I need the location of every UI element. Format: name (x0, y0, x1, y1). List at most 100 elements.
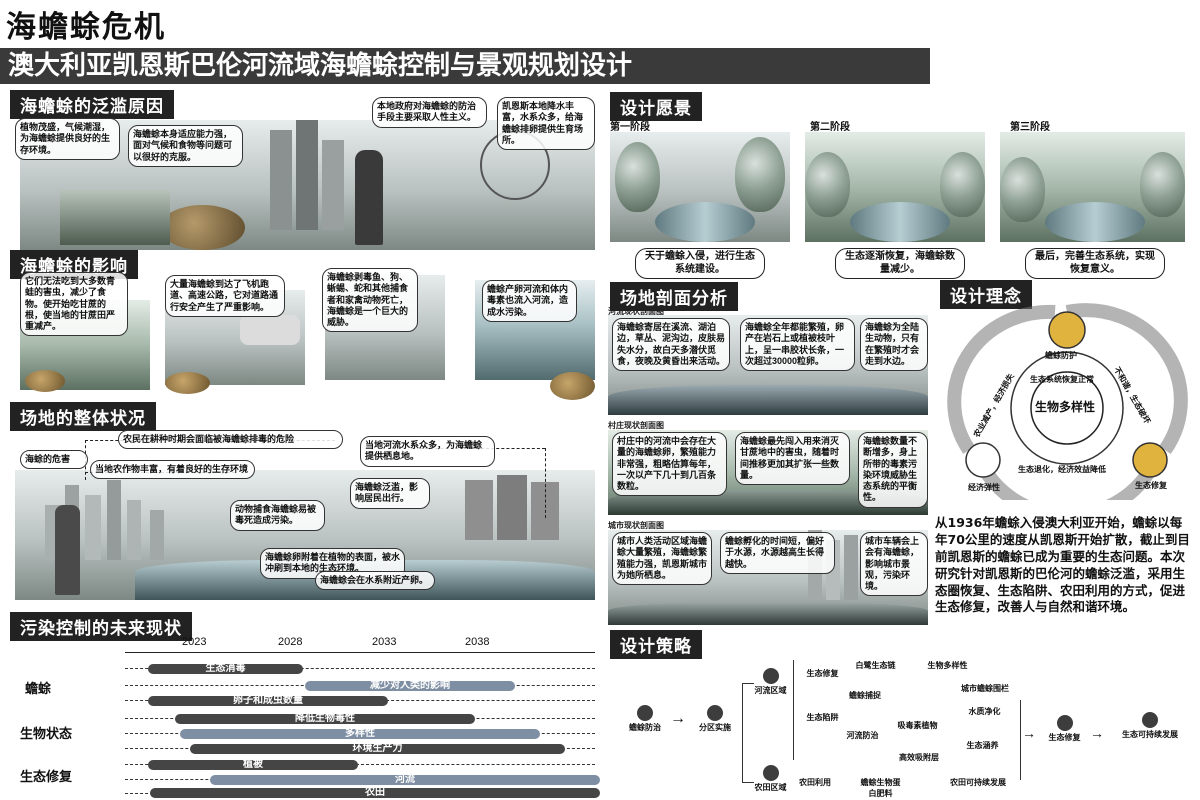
vision-image-2 (805, 132, 985, 242)
vision-caption-1: 天于蟾蜍入侵，进行生态系统建设。 (635, 248, 765, 279)
timeline-bar-3-1: 植被 (148, 760, 358, 770)
timeline-bar-1-2: 减少对人类的影响 (305, 681, 515, 691)
tree-icon (637, 705, 653, 721)
grass-image (60, 190, 170, 245)
timeline-group-label-1: 蟾蜍 (25, 681, 52, 696)
strategy-start-label: 蟾蜍防治 (629, 723, 661, 732)
farm-icon (762, 765, 779, 781)
subtitle-banner: 澳大利亚凯恩斯巴伦河流域海蟾蜍控制与景观规划设计 (0, 48, 930, 84)
cooling-towers (465, 470, 575, 540)
vision-caption-2: 生态逐渐恢复，海蟾蜍数量减少。 (835, 248, 965, 279)
concept-node-1: 蟾蜍防护 (1045, 351, 1077, 360)
concept-center: 生物多样性 (1035, 400, 1096, 414)
concept-arc-2: 生态系统恢复正常 (1030, 375, 1094, 384)
strategy-node-8: 吸毒素植物 (897, 721, 938, 730)
strategy-node-10: 高效吸附层 (899, 753, 939, 762)
strategy-connector (742, 683, 754, 684)
arrow-icon: → (1090, 725, 1104, 741)
timeline-year-3: 2033 (372, 636, 397, 648)
section-concept: 设计理念 (940, 280, 1032, 309)
site-note-mid: 当地农作物丰富，有着良好的生存环境 (90, 460, 255, 480)
village-note-1: 村庄中的河流中会存在大量的海蟾蜍卵，繁殖能力非常强，粗略估算每年，一次以产下几十… (612, 432, 727, 497)
village-note-3: 海蟾蜍数量不断增多，身上所带的毒素污染环境威胁生态系统的平衡性。 (858, 432, 928, 508)
strategy-connector (742, 782, 754, 783)
site-note-river-2: 海蟾蜍会在水系附近产卵。 (315, 571, 435, 591)
river-note-3: 海蟾蜍为全陆生动物，只有在繁殖时才会走到水边。 (860, 318, 928, 371)
concept-description: 从1936年蟾蜍入侵澳大利亚开始，蟾蜍以每年70公里的速度从凯恩斯开始扩散，截止… (935, 515, 1190, 615)
strategy-zone-label: 分区实施 (699, 723, 731, 732)
toad-icon-2 (165, 372, 210, 394)
city-note-2: 蟾蜍孵化的时间短，偏好于水源，水源越高生长得越快。 (720, 532, 835, 574)
mountain-icon (1056, 715, 1073, 731)
strategy-node-1: 生态修复 (806, 669, 839, 678)
strategy-node-13: 蟾蜍生物蛋白肥料 (860, 778, 901, 798)
city-note-3: 城市车辆会上会有海蟾蜍，影响城市景观，污染环境。 (860, 532, 928, 597)
strategy-start: 蟾蜍防治 (620, 705, 670, 733)
concept-node-2: 经济弹性 (968, 483, 1000, 492)
section-vision: 设计愿景 (610, 92, 702, 121)
timeline-bar-2-2: 多样性 (180, 729, 540, 739)
strategy-node-2: 白鹭生态链 (855, 661, 896, 670)
timeline-bar-3-3: 农田 (150, 788, 600, 798)
river-note-2: 海蟾蜍全年都能繁殖，卵产在岩石上或植被枝叶上，呈一串胶状长条，一次超过30000… (740, 318, 855, 371)
strategy-branch-river-label: 河流区域 (754, 686, 787, 695)
city-towers (270, 120, 360, 230)
toad-image (160, 205, 245, 250)
strategy-end-2: 生态可持续发展 (1110, 712, 1190, 740)
strategy-branch-river: 河流区域 (748, 668, 793, 696)
strategy-connector (1020, 700, 1021, 780)
cause-note-2: 海蟾蜍本身适应能力强，面对气候和食物等问题可以很好的克服。 (128, 125, 243, 167)
wave-icon (762, 668, 779, 684)
timeline-year-2: 2028 (278, 636, 303, 648)
timeline-group-label-2: 生物状态 (20, 726, 73, 741)
strategy-connector (742, 683, 743, 783)
globe-icon (1142, 712, 1158, 728)
strategy-node-5: 蟾蜍捕捉 (849, 691, 881, 700)
section-caption-river: 河流现状剖面图 (608, 307, 664, 316)
vision-caption-3: 最后，完善生态系统，实现恢复意义。 (1025, 248, 1165, 279)
section-causes: 海蟾蜍的泛滥原因 (10, 90, 174, 119)
section-caption-city: 城市现状剖面图 (608, 521, 664, 530)
page-title: 海蟾蜍危机 (6, 10, 166, 45)
strategy-end-1: 生态修复 (1042, 715, 1087, 743)
timeline-group-label-3: 生态修复 (20, 769, 73, 784)
network-icon (707, 705, 723, 721)
city-note-1: 城市人类活动区域海蟾蜍大量繁殖，海蟾蜍繁殖能力强，凯恩斯城市为她所栖息。 (612, 532, 712, 585)
person-image (355, 150, 383, 245)
strategy-node-4: 生态陷阱 (806, 713, 839, 722)
cause-note-3: 本地政府对海蟾蜍的防治手段主要采取人性主义。 (372, 97, 487, 128)
site-note-top: 农民在耕种时期会面临被海蟾蜍排毒的危险 (118, 430, 343, 450)
vision-image-3 (1000, 132, 1185, 242)
section-caption-village: 村庄现状剖面图 (608, 421, 664, 430)
farmer-figure (55, 505, 80, 595)
section-site: 场地的整体状况 (10, 402, 156, 431)
timeline-bar-2-1: 降低生物毒性 (175, 714, 475, 724)
strategy-connector (793, 660, 794, 760)
strategy-node-14: 农田可持续发展 (950, 778, 1006, 787)
timeline-year-1: 2023 (182, 636, 207, 648)
concept-diagram (947, 303, 1188, 500)
river-note-1: 海蟾蜍寄居在溪流、湖泊边，草丛、泥沟边，皮肤易失水分，故白天多潜伏觅食，夜晚及黄… (612, 318, 730, 371)
timeline-bar-1-1: 生态消毒 (148, 664, 303, 674)
strategy-node-9: 水质净化 (968, 707, 1001, 716)
concept-node-3: 生态修复 (1135, 481, 1167, 490)
impact-note-2: 大量海蟾蜍到达了飞机跑道、高速公路，它对道路通行安全产生了严重影响。 (165, 275, 285, 317)
strategy-branch-farm-label: 农田区域 (754, 783, 787, 792)
concept-arc-3: 生态退化，经济效益降低 (1018, 465, 1106, 474)
impact-note-4: 蟾蜍产卵河流和体内毒素也流入河流，造成水污染。 (482, 280, 577, 322)
site-arrow-right (545, 448, 546, 518)
vision-stage-3: 第三阶段 (1010, 122, 1050, 133)
timeline-line (125, 764, 595, 765)
toad-icon-3 (550, 372, 595, 400)
timeline-bar-1-3: 卵子和成虫数量 (148, 696, 388, 706)
vision-stage-1: 第一阶段 (610, 122, 650, 133)
timeline-bar-3-2: 河流 (210, 775, 600, 785)
strategy-node-11: 生态涵养 (966, 741, 999, 750)
strategy-end-2-label: 生态可持续发展 (1122, 730, 1178, 739)
subtitle: 澳大利亚凯恩斯巴伦河流域海蟾蜍控制与景观规划设计 (8, 51, 633, 81)
site-panorama (15, 470, 595, 600)
village-note-2: 海蟾蜍最先闯入用来消灭甘蔗地中的害虫，随着时间推移更加其扩张一些数量。 (735, 432, 850, 485)
strategy-end-1-label: 生态修复 (1048, 733, 1081, 742)
strategy-node-3: 生物多样性 (927, 661, 968, 670)
impact-note-1: 它们无法吃到大多数青蛙的害虫，减少了食物。使开始吃甘蔗的根，使当地的甘蔗田严重减… (20, 272, 128, 337)
